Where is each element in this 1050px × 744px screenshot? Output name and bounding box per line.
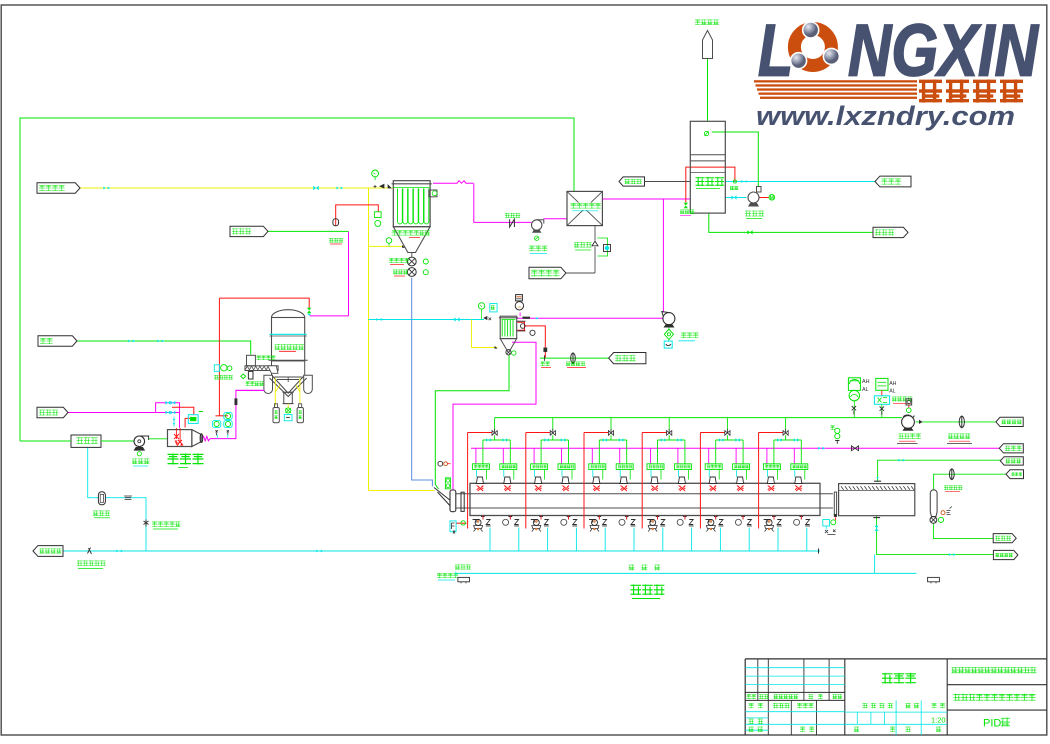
svg-text:www.lxzndry.com: www.lxzndry.com [756,101,1015,131]
svg-text:AH: AH [889,381,896,387]
svg-text:PID: PID [983,718,1001,730]
svg-text:M: M [770,196,774,202]
svg-text:AL: AL [862,387,869,393]
svg-text:NGXIN: NGXIN [848,11,1039,92]
svg-text:L: L [758,11,793,92]
svg-text:1:20: 1:20 [931,716,946,725]
svg-text:AL: AL [889,389,895,395]
svg-text:AH: AH [862,379,870,385]
